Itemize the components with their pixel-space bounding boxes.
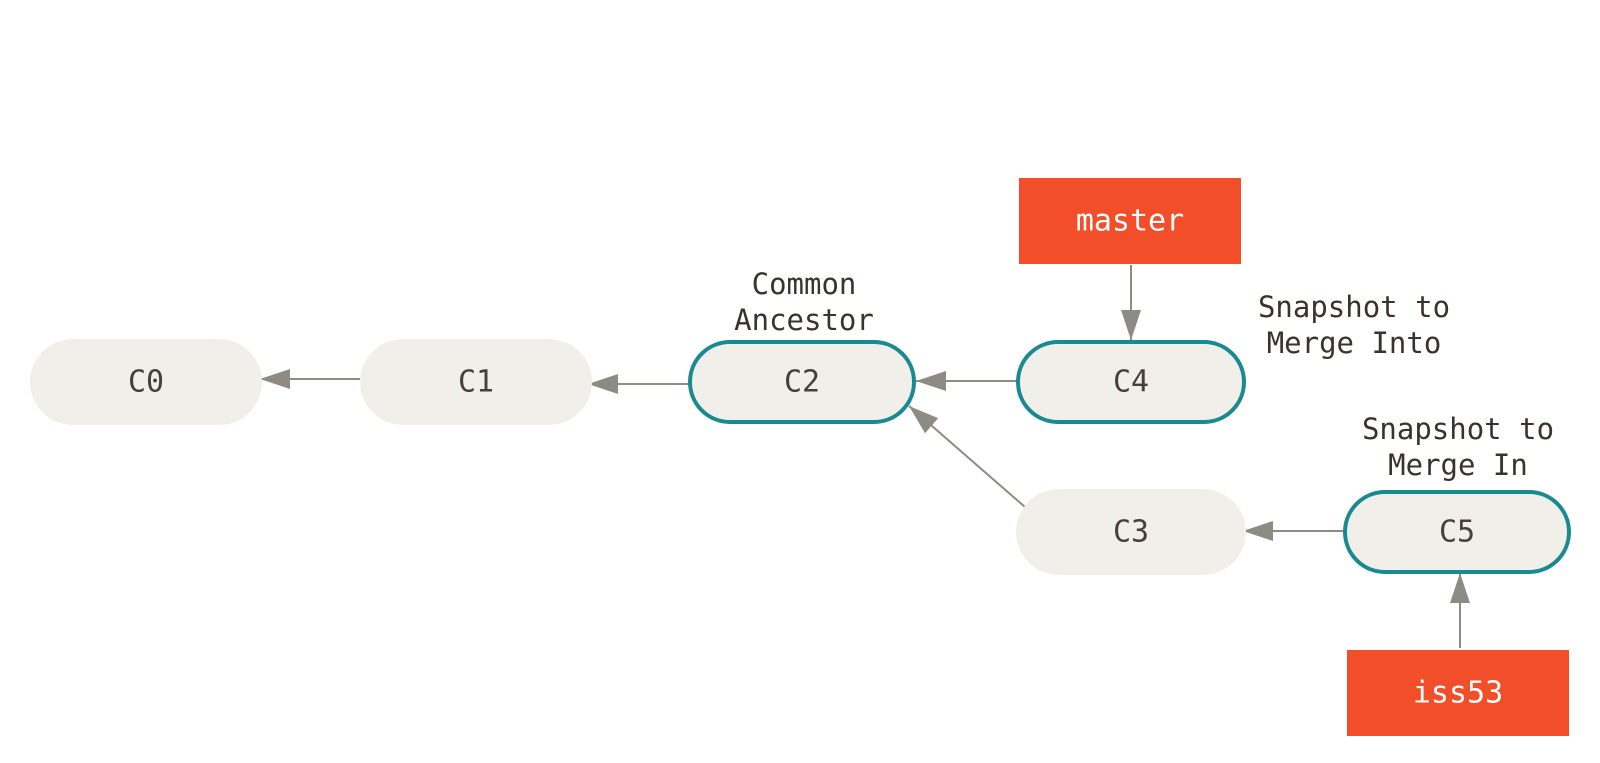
commit-c2[interactable]: C2	[688, 340, 916, 424]
commit-c3-label: C3	[1113, 515, 1149, 550]
commit-c3-pill	[1016, 489, 1246, 575]
annotation-merge-in-line-2: Merge In	[1388, 448, 1528, 482]
branch-iss53-label: iss53	[1413, 676, 1503, 711]
branch-master-box	[1019, 178, 1241, 264]
commit-c5-pill	[1343, 490, 1571, 574]
commit-c4-label: C4	[1113, 365, 1149, 400]
annotation-merge-into-line-1: Snapshot to	[1258, 290, 1450, 324]
commit-c1[interactable]: C1	[360, 339, 592, 425]
commit-c5[interactable]: C5	[1343, 490, 1571, 574]
annotation-merge-in-line-1: Snapshot to	[1362, 412, 1554, 446]
commit-c4-pill	[1016, 340, 1246, 424]
arrow-c3-to-c2	[908, 405, 1026, 508]
commit-c0-pill	[30, 339, 262, 425]
annotation-merge-in: Snapshot to Merge In	[1362, 412, 1554, 482]
commit-c0-label: C0	[128, 365, 164, 400]
annotation-common-ancestor: Common Ancestor	[734, 267, 874, 337]
commit-c4[interactable]: C4	[1016, 340, 1246, 424]
commit-c0[interactable]: C0	[30, 339, 262, 425]
commit-c5-label: C5	[1439, 515, 1475, 550]
branch-master[interactable]: master	[1019, 178, 1241, 264]
commit-c2-pill	[688, 340, 916, 424]
annotation-merge-into: Snapshot to Merge Into	[1258, 290, 1450, 360]
branch-master-label: master	[1076, 204, 1184, 239]
branch-iss53[interactable]: iss53	[1347, 650, 1569, 736]
commit-arrows	[260, 265, 1470, 648]
annotation-common-ancestor-line-1: Common	[752, 267, 857, 301]
commit-c1-label: C1	[458, 365, 494, 400]
annotation-merge-into-line-2: Merge Into	[1267, 326, 1442, 360]
annotation-common-ancestor-line-2: Ancestor	[734, 303, 874, 337]
branch-iss53-box	[1347, 650, 1569, 736]
commit-c1-pill	[360, 339, 592, 425]
commit-c2-label: C2	[784, 365, 820, 400]
commit-c3[interactable]: C3	[1016, 489, 1246, 575]
